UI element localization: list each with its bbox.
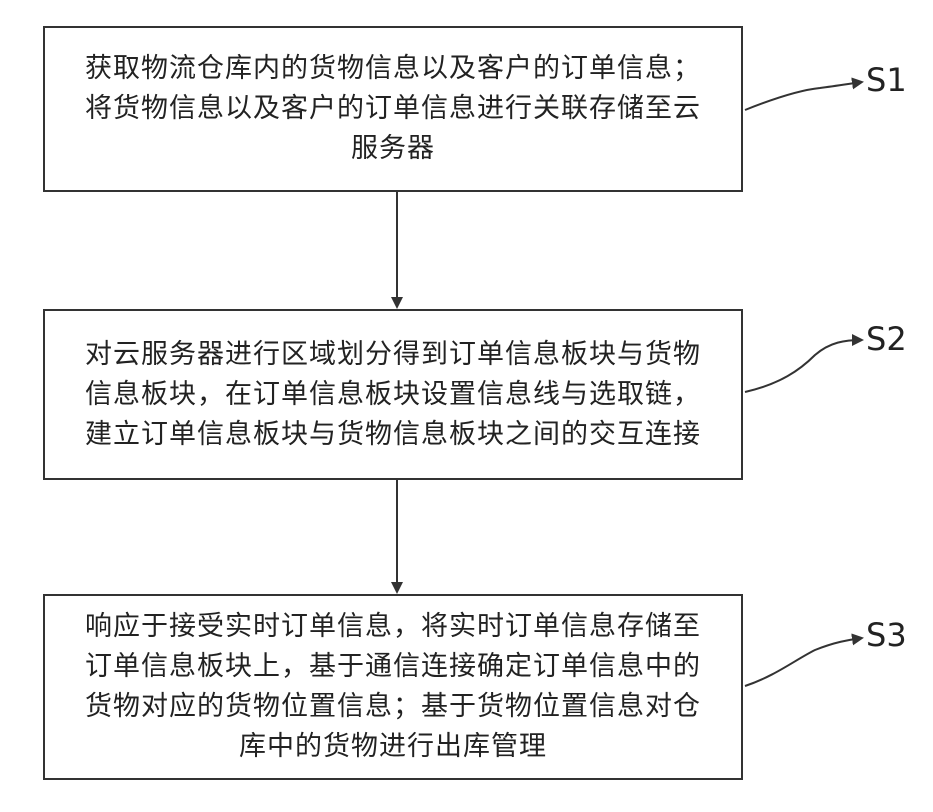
step-box-s3: 响应于接受实时订单信息，将实时订单信息存储至订单信息板块上，基于通信连接确定订单…	[43, 594, 743, 780]
leader-line-s3	[745, 638, 862, 686]
step-box-s1: 获取物流仓库内的货物信息以及客户的订单信息；将货物信息以及客户的订单信息进行关联…	[43, 26, 743, 192]
step-text-s1: 获取物流仓库内的货物信息以及客户的订单信息；将货物信息以及客户的订单信息进行关联…	[79, 49, 707, 169]
step-text-s2: 对云服务器进行区域划分得到订单信息板块与货物信息板块，在订单信息板块设置信息线与…	[79, 335, 707, 455]
leader-line-s2	[745, 340, 862, 392]
step-box-s2: 对云服务器进行区域划分得到订单信息板块与货物信息板块，在订单信息板块设置信息线与…	[43, 309, 743, 480]
step-label-s3: S3	[866, 619, 907, 651]
step-label-s1: S1	[866, 64, 907, 96]
step-text-s3: 响应于接受实时订单信息，将实时订单信息存储至订单信息板块上，基于通信连接确定订单…	[79, 607, 707, 767]
leader-line-s1	[745, 82, 862, 110]
step-label-s2: S2	[866, 323, 907, 355]
